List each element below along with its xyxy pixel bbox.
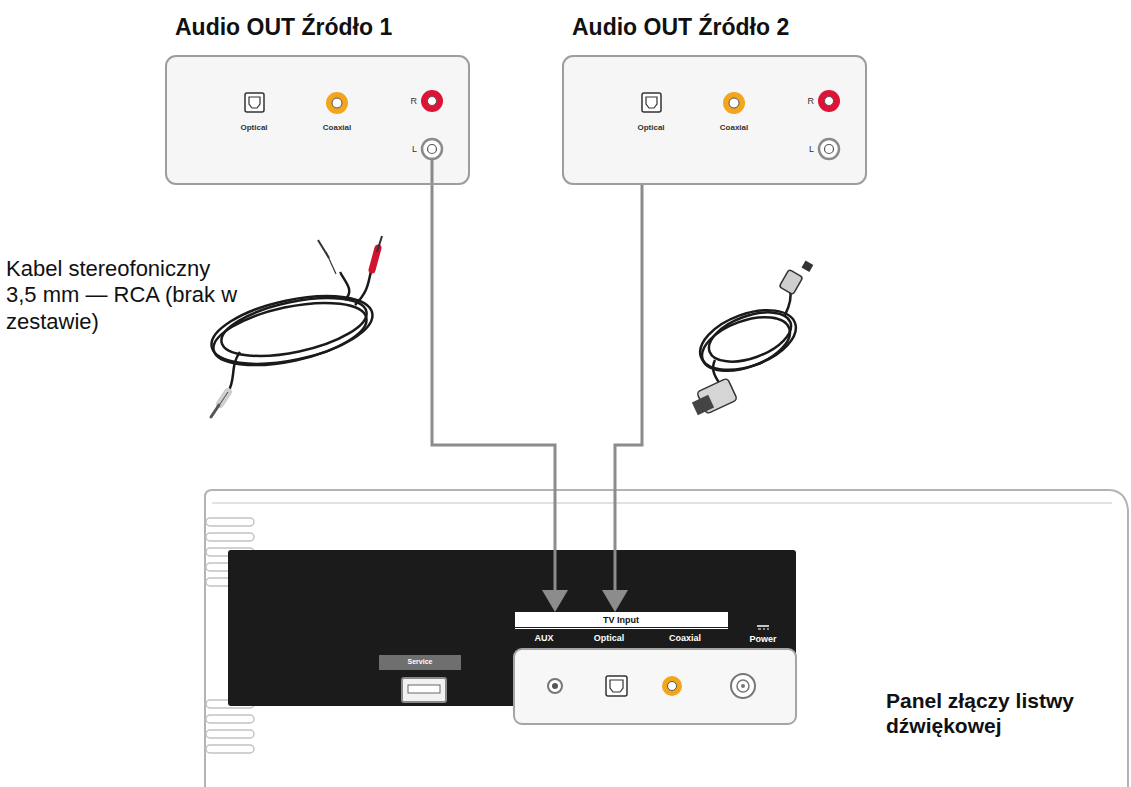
- jack-inset: [513, 648, 797, 725]
- usb-port-inner: [408, 685, 440, 693]
- source-panel: Optical Coaxial R L Audio OUT Źródło 1: [165, 8, 470, 185]
- audio-out-panel: Optical Coaxial R L: [165, 55, 470, 185]
- channel-label: R: [411, 96, 418, 106]
- port-symbols: [167, 57, 468, 183]
- callout-label: Panel złączy listwy dźwiękowej: [886, 688, 1111, 738]
- usb-port: [402, 678, 446, 702]
- connector-line: [432, 185, 555, 590]
- jack-label: Power: [749, 634, 776, 644]
- soundbar-edge: [212, 502, 1112, 504]
- port-name: Service: [408, 658, 433, 666]
- source-panel: Optical Coaxial R L Audio OUT Źródło 2: [562, 8, 867, 185]
- panel-heading: Audio OUT Źródło 1: [175, 14, 392, 40]
- band-divider: [515, 628, 728, 629]
- channel-label: R: [808, 96, 815, 106]
- jack-symbols: [515, 650, 795, 723]
- port-label: Optical: [637, 123, 664, 132]
- arrowhead: [542, 590, 568, 612]
- input-group-label: TV Input: [603, 615, 639, 625]
- signal-connector: [432, 185, 568, 612]
- signal-connector: [602, 185, 642, 612]
- service-tab: [379, 655, 461, 670]
- rca-plugs: [318, 236, 382, 274]
- jack-label: Optical: [594, 633, 625, 643]
- cable-note: Kabel stereofoniczny 3,5 mm — RCA (brak …: [6, 256, 238, 335]
- optical-plugs: [692, 261, 813, 416]
- jack-label: Coaxial: [669, 633, 701, 643]
- jack-label: AUX: [534, 633, 553, 643]
- jack-plug: [211, 392, 228, 417]
- channel-label: L: [809, 144, 814, 154]
- soundbar-body: [205, 490, 1128, 787]
- port-label: Coaxial: [323, 123, 351, 132]
- connector-line: [615, 185, 642, 590]
- connector-panel: TV InputAUX Optical Coaxial Power: [513, 612, 797, 725]
- channel-label: L: [412, 144, 417, 154]
- audio-out-panel: Optical Coaxial R L: [562, 55, 867, 185]
- port-label: Optical: [240, 123, 267, 132]
- port-symbols: [564, 57, 865, 183]
- arrowhead: [602, 590, 628, 612]
- panel-heading: Audio OUT Źródło 2: [572, 14, 789, 40]
- optical-cable: [692, 290, 804, 384]
- port-label: Coaxial: [720, 123, 748, 132]
